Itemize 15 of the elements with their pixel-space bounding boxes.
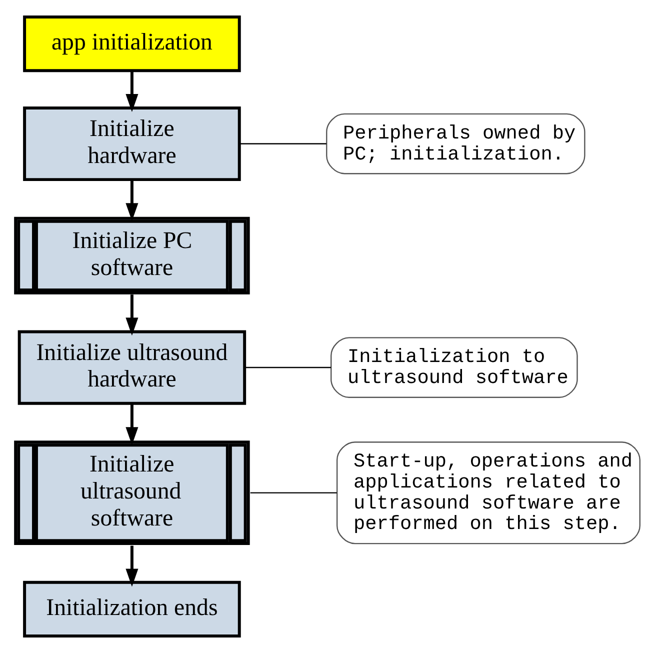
node-box: Initialization to ultrasound software	[330, 336, 578, 398]
arrow	[126, 403, 138, 445]
arrow	[126, 545, 138, 586]
node-box: Initialization ends	[23, 580, 241, 638]
node-box: Initialize hardware	[23, 106, 241, 181]
arrow	[126, 70, 138, 112]
node-box: Peripherals owned by PC; initialization.	[326, 112, 586, 174]
arrow	[126, 179, 138, 221]
connector	[250, 492, 337, 493]
node-box: app initialization	[23, 14, 241, 72]
connector	[244, 366, 331, 368]
arrow	[126, 294, 138, 336]
node-box: Start-up, operations and applications related to ultrasound software are performed on this step.	[336, 441, 640, 544]
node-box: Initialize ultrasound hardware	[18, 330, 246, 404]
connector	[239, 142, 326, 144]
